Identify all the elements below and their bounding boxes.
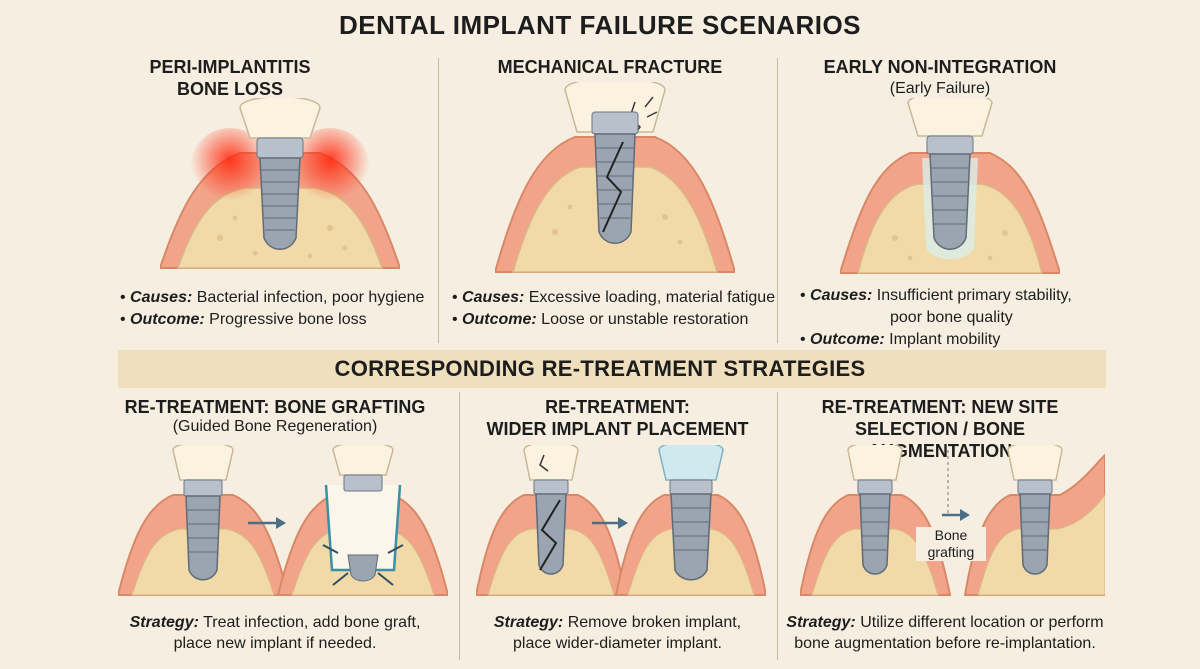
failure-1-illustration [160, 98, 400, 269]
divider-top-1 [438, 58, 439, 343]
failure-3-cause-cont: poor bone quality [800, 307, 1072, 329]
strategies-title: CORRESPONDING RE-TREATMENT STRATEGIES [334, 356, 866, 381]
strategy-text: Treat infection, add bone graft, [203, 614, 421, 631]
strategy-label: Strategy: [493, 614, 564, 631]
failure-2-cause: • Causes: Excessive loading, material fa… [452, 289, 776, 306]
infection-area-right [290, 128, 370, 208]
crown [239, 98, 321, 139]
failure-3-cause: • Causes: Insufficient primary stability… [800, 287, 1072, 304]
outcome-text: Progressive bone loss [209, 311, 367, 328]
outcome-text: Loose or unstable restoration [541, 311, 749, 328]
divider-bottom-1 [459, 392, 460, 660]
strategy-2-text: Strategy: Remove broken implant, place w… [465, 612, 770, 654]
implant-icon [926, 135, 974, 250]
failure-2-title-line-1: MECHANICAL FRACTURE [497, 57, 723, 77]
strategy-2-illustration [476, 445, 766, 596]
failure-1-title-line-1: PERI-IMPLANTITIS [149, 57, 311, 77]
crown [564, 82, 666, 133]
bone-grafting-label: Bone grafting [916, 527, 986, 561]
strategy-3-title-line-1: RE-TREATMENT: NEW SITE [821, 397, 1059, 417]
main-title: DENTAL IMPLANT FAILURE SCENARIOS [338, 10, 862, 40]
failure-1-title: PERI-IMPLANTITIS BONE LOSS [100, 56, 360, 100]
after-tooth-graft [276, 445, 448, 596]
cause-label: Causes: [810, 287, 873, 304]
crown [907, 98, 993, 137]
strategy-1-line-2: place new implant if needed. [173, 635, 377, 652]
strategy-3-line-1: Strategy: Utilize different location or … [785, 612, 1105, 633]
cause-label: Causes: [130, 289, 193, 306]
outcome-text: Implant mobility [889, 331, 1001, 348]
strategy-1-title: RE-TREATMENT: BONE GRAFTING [110, 396, 440, 418]
strategy-3-title-line-2: SELECTION / BONE AUGMENTATION [854, 419, 1025, 461]
strategy-3-text: Strategy: Utilize different location or … [785, 612, 1105, 654]
implant-icon [591, 111, 639, 244]
failure-3-outcome: • Outcome: Implant mobility [800, 331, 1001, 348]
outcome-label: Outcome: [810, 331, 885, 348]
strategy-2-title-line-2: WIDER IMPLANT PLACEMENT [486, 419, 749, 439]
outcome-label: Outcome: [462, 311, 537, 328]
failure-2-outcome: • Outcome: Loose or unstable restoration [452, 311, 749, 328]
strategy-3-line-2: bone augmentation before re-implantation… [794, 635, 1096, 652]
strategy-2-title-line-1: RE-TREATMENT: [545, 397, 690, 417]
strategy-1-title-line-1: RE-TREATMENT: BONE GRAFTING [124, 397, 426, 417]
strategy-3-illustration [800, 445, 1105, 596]
divider-top-2 [777, 58, 778, 343]
cause-text: Insufficient primary stability, [876, 287, 1072, 304]
new-site [963, 445, 1105, 596]
failure-1-outcome: • Outcome: Progressive bone loss [120, 311, 367, 328]
broken-implant [476, 445, 628, 596]
cause-label: Causes: [462, 289, 525, 306]
failure-2-bullets: • Causes: Excessive loading, material fa… [452, 287, 775, 331]
arrow-right-icon [248, 517, 286, 529]
wider-implant [614, 445, 766, 596]
bone-grafting-line-2: grafting [927, 544, 975, 560]
failure-3-bullets: • Causes: Insufficient primary stability… [800, 285, 1072, 351]
strategy-2-line-2: place wider-diameter implant. [513, 635, 722, 652]
strategy-1-line-1: Strategy: Treat infection, add bone graf… [110, 612, 440, 633]
cause-text: Excessive loading, material fatigue [528, 289, 776, 306]
divider-bottom-2 [777, 392, 778, 660]
failure-1-title-line-2: BONE LOSS [176, 79, 283, 99]
strategy-text: Utilize different location or perform [860, 614, 1104, 631]
strategy-2-title: RE-TREATMENT: WIDER IMPLANT PLACEMENT [465, 396, 770, 440]
implant-icon [256, 137, 304, 250]
arrow-right-icon [942, 509, 970, 521]
cause-text: Bacterial infection, poor hygiene [196, 289, 425, 306]
cause-text-continued: poor bone quality [890, 309, 1013, 326]
strategy-1-illustration [118, 445, 448, 596]
outcome-label: Outcome: [130, 311, 205, 328]
failure-1-bullets: • Causes: Bacterial infection, poor hygi… [120, 287, 424, 331]
failure-3-title-line-1: EARLY NON-INTEGRATION [823, 57, 1057, 77]
before-tooth [118, 445, 290, 596]
strategy-3-title: RE-TREATMENT: NEW SITE SELECTION / BONE … [785, 396, 1095, 462]
bone-grafting-line-1: Bone [934, 527, 968, 543]
strategy-label: Strategy: [786, 614, 856, 631]
failure-2-illustration [495, 82, 735, 273]
old-site [800, 445, 952, 596]
strategy-1-subtitle: (Guided Bone Regeneration) [172, 418, 378, 435]
failure-2-title: MECHANICAL FRACTURE [470, 56, 750, 78]
failure-1-cause: • Causes: Bacterial infection, poor hygi… [120, 289, 425, 306]
fracture-line-icon [602, 141, 624, 233]
strategy-2-line-1: Strategy: Remove broken implant, [465, 612, 770, 633]
infection-area [190, 128, 270, 208]
failure-3-title: EARLY NON-INTEGRATION [800, 56, 1080, 78]
failure-3-subtitle: (Early Failure) [889, 80, 991, 97]
arrow-right-icon [592, 517, 628, 529]
strategy-1-text: Strategy: Treat infection, add bone graf… [110, 612, 440, 654]
strategy-label: Strategy: [129, 614, 199, 631]
strategies-band [118, 350, 1106, 388]
failure-3-illustration [840, 98, 1060, 274]
strategy-text: Remove broken implant, [567, 614, 742, 631]
